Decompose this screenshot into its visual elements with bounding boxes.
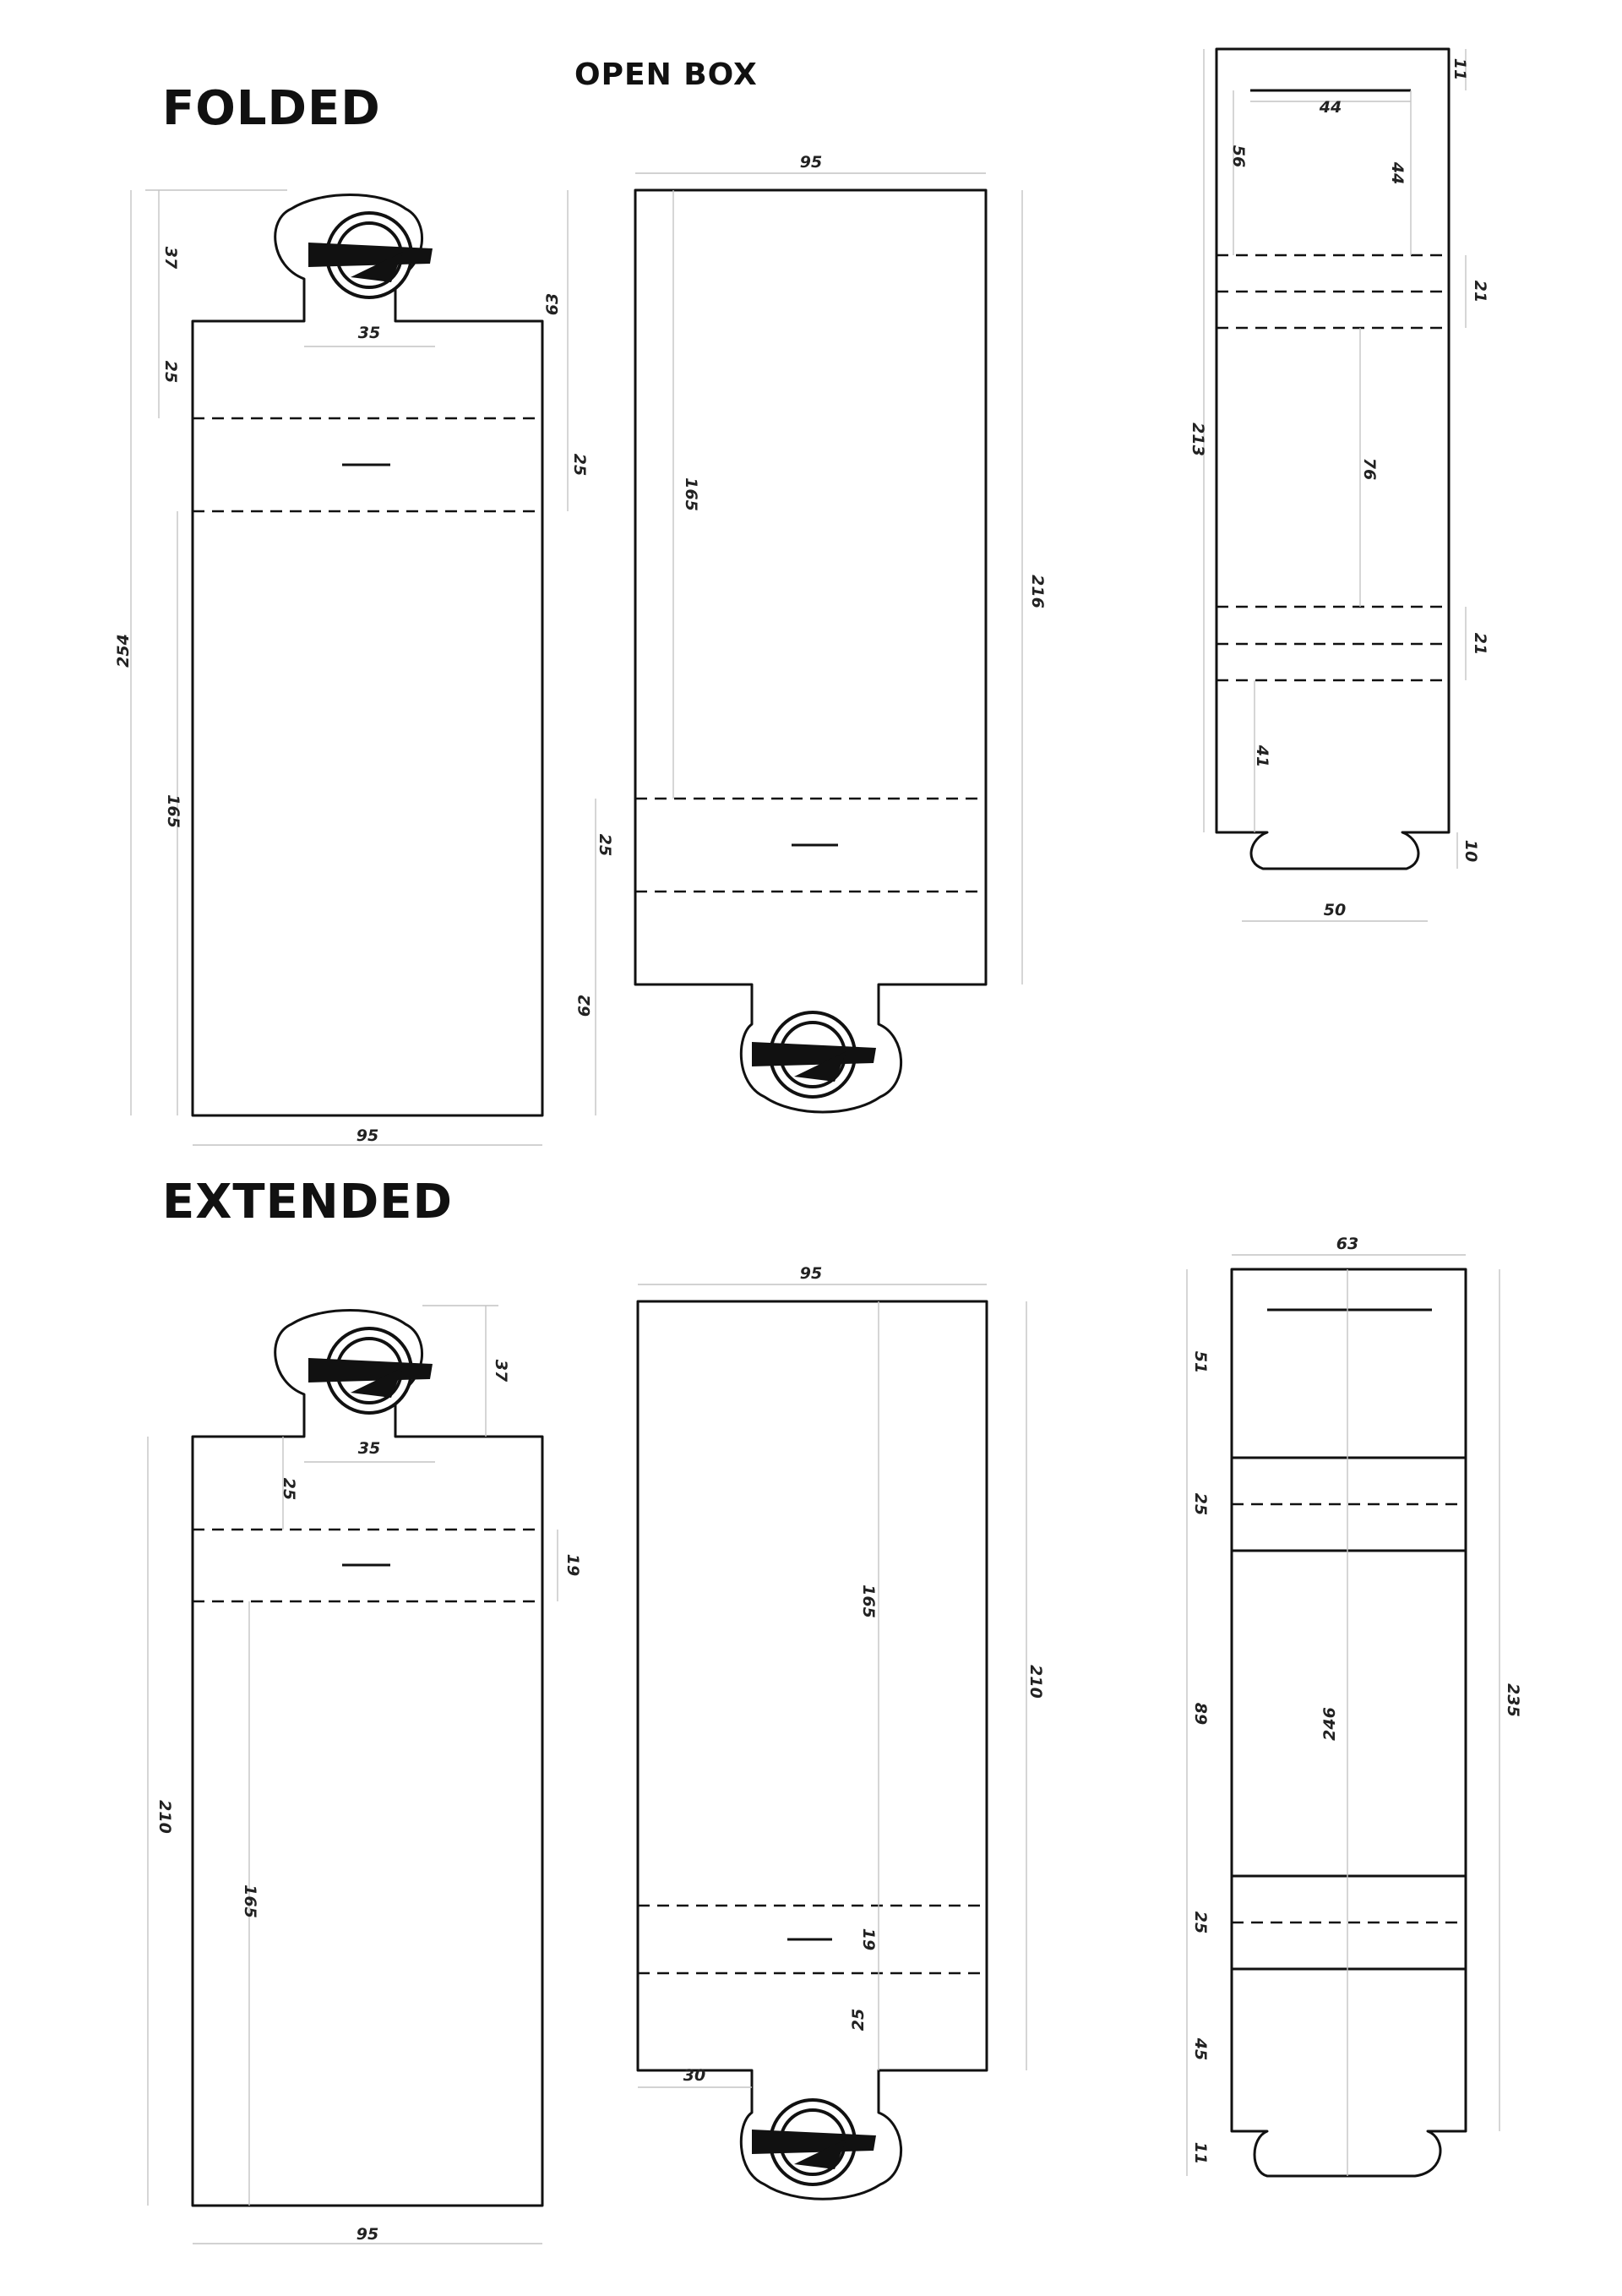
dim-label: 19 <box>859 1928 878 1950</box>
dim-label: 30 <box>683 2066 705 2085</box>
brand-logo <box>750 2098 878 2186</box>
dim-label: 235 <box>1504 1683 1522 1717</box>
dim-label: 62 <box>575 995 594 1017</box>
dim-label: 165 <box>164 794 182 828</box>
brand-logo <box>307 211 434 299</box>
folded-front-dimensions: 37 35 25 63 25 254 165 95 <box>114 189 589 1146</box>
extended-open-panel <box>636 1300 988 2201</box>
dim-label: 246 <box>1320 1707 1339 1741</box>
dim-label: 44 <box>1388 161 1407 184</box>
dim-label: 35 <box>358 324 380 342</box>
extended-side-panel <box>1230 1268 1467 2178</box>
dim-label: 165 <box>859 1584 878 1618</box>
dim-label: 37 <box>161 247 180 270</box>
heading-extended: EXTENDED <box>162 1175 453 1230</box>
dim-label: 165 <box>241 1884 259 1918</box>
heading-folded: FOLDED <box>162 81 381 136</box>
dim-label: 63 <box>543 293 562 315</box>
folded-side-dimensions: 11 44 56 44 21 213 76 21 41 10 50 <box>1189 49 1489 922</box>
folded-side-panel <box>1215 47 1451 870</box>
folded-open-dimensions: 95 165 216 25 62 <box>575 153 1047 1115</box>
extended-open-dimensions: 95 165 210 19 25 30 <box>638 1264 1045 2088</box>
extended-side-dimensions: 63 51 25 89 246 235 25 45 11 <box>1186 1235 1522 2176</box>
dim-label: 35 <box>358 1439 380 1458</box>
dim-label: 11 <box>1191 2142 1210 2164</box>
dim-label: 37 <box>492 1360 510 1383</box>
dim-label: 76 <box>1360 458 1379 480</box>
folded-side-outline <box>1215 47 1451 870</box>
dim-label: 51 <box>1191 1351 1210 1373</box>
dim-label: 25 <box>1191 1912 1210 1933</box>
dim-label: 213 <box>1189 423 1207 456</box>
dim-label: 95 <box>800 1264 822 1283</box>
dim-label: 41 <box>1253 744 1271 767</box>
extended-front-panel <box>191 1309 544 2207</box>
dim-label: 19 <box>563 1554 582 1576</box>
dim-label: 50 <box>1324 901 1346 919</box>
dim-label: 254 <box>114 634 133 668</box>
brand-logo <box>307 1327 434 1415</box>
dim-label: 25 <box>280 1478 298 1500</box>
extended-front-dimensions: 37 35 25 19 210 165 95 <box>147 1305 582 2244</box>
dim-label: 11 <box>1451 58 1469 80</box>
dim-label: 21 <box>1471 281 1489 303</box>
dim-label: 45 <box>1191 2037 1210 2060</box>
heading-open-box: OPEN BOX <box>574 57 758 92</box>
dim-label: 21 <box>1471 633 1489 655</box>
dim-label: 210 <box>1026 1665 1045 1699</box>
dim-label: 44 <box>1319 98 1342 117</box>
brand-logo <box>750 1011 878 1099</box>
dim-label: 25 <box>849 2009 868 2031</box>
dim-label: 216 <box>1028 575 1047 608</box>
dim-label: 210 <box>155 1800 174 1834</box>
dim-label: 25 <box>1191 1493 1210 1515</box>
dim-label: 25 <box>596 834 614 856</box>
dim-label: 165 <box>682 477 700 511</box>
dim-label: 95 <box>800 153 822 172</box>
dim-label: 25 <box>161 361 180 383</box>
dim-label: 63 <box>1336 1235 1358 1253</box>
dim-label: 25 <box>570 454 589 476</box>
dim-label: 56 <box>1229 145 1248 167</box>
folded-open-outline <box>634 188 988 1114</box>
folded-open-panel <box>634 188 988 1114</box>
dim-label: 95 <box>357 1126 378 1145</box>
folded-front-panel <box>191 194 544 1117</box>
dim-label: 95 <box>357 2225 378 2244</box>
extended-side-outline <box>1230 1268 1467 2178</box>
dim-label: 89 <box>1191 1703 1210 1725</box>
extended-open-outline <box>636 1300 988 2201</box>
dim-label: 10 <box>1461 840 1480 862</box>
